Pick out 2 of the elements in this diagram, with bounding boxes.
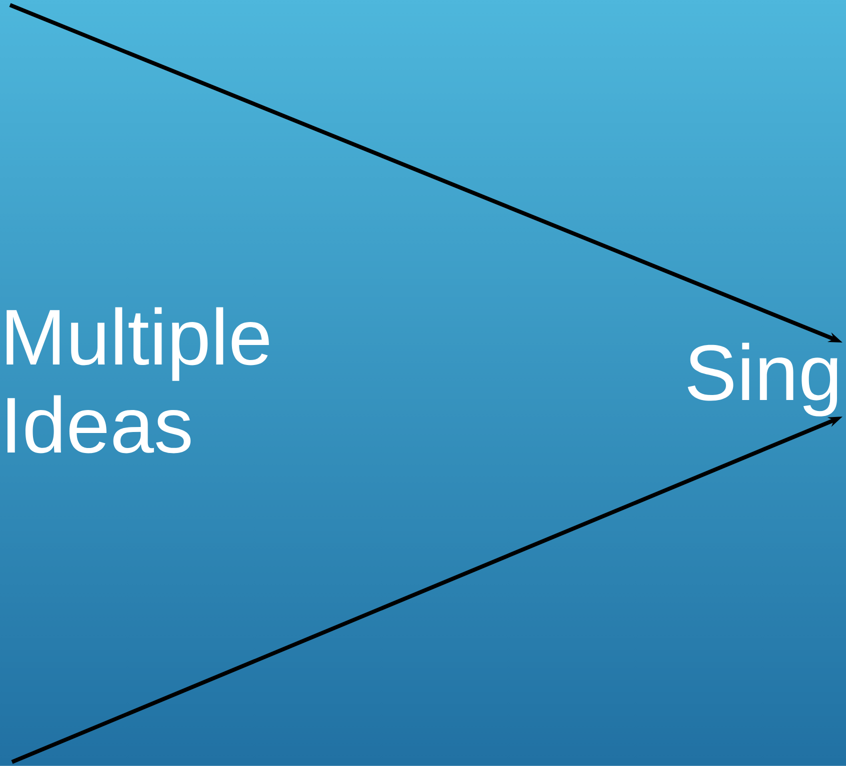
node-text: Multiple Ideas [6,307,269,454]
node-text: Sing [688,342,838,416]
